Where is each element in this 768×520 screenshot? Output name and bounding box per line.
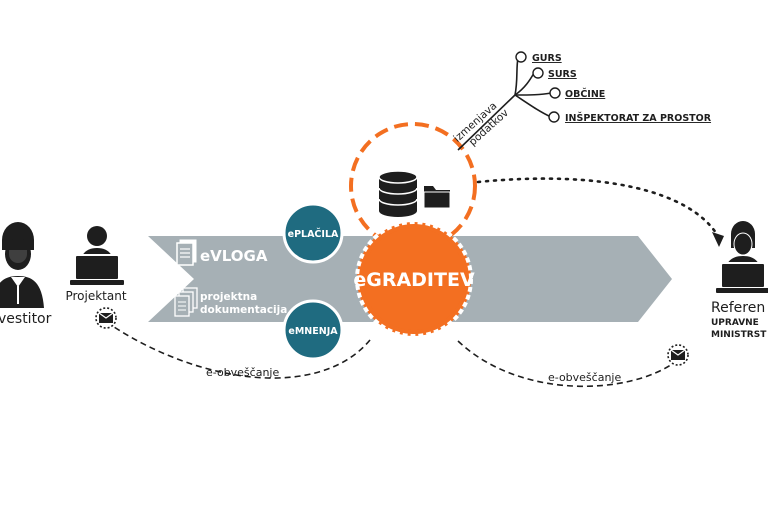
notify-left-label: e-obveščanje bbox=[206, 366, 279, 379]
database-icon bbox=[378, 170, 418, 217]
target-obcine: OBČINE bbox=[565, 88, 605, 100]
projektna-label: projektna bbox=[200, 291, 257, 303]
data-targets: GURS SURS OBČINE INŠPEKTORAT ZA PROSTOR bbox=[532, 53, 712, 124]
referent-label: Referen bbox=[711, 300, 765, 316]
document-icon bbox=[176, 239, 197, 266]
folder-icon bbox=[423, 186, 451, 209]
eplacila-label: ePLAČILA bbox=[288, 228, 339, 240]
designer-label: Projektant bbox=[65, 289, 126, 303]
target-surs: SURS bbox=[548, 69, 577, 80]
egraditev-label: eGRADITEV bbox=[353, 269, 475, 291]
emnenja-label: eMNENJA bbox=[288, 326, 338, 337]
node-circles bbox=[515, 51, 561, 123]
emnenja-badge[interactable] bbox=[282, 299, 344, 361]
notify-curve-right bbox=[457, 340, 676, 388]
laptop-icon bbox=[70, 254, 124, 285]
document-stack-icon bbox=[174, 287, 198, 317]
envelope-icon bbox=[95, 307, 117, 329]
dokumentacija-label: dokumentacija bbox=[200, 304, 287, 316]
target-gurs: GURS bbox=[532, 53, 562, 64]
notify-curve-left bbox=[107, 322, 371, 379]
arrow-head bbox=[712, 232, 724, 247]
envelope-icon bbox=[667, 344, 689, 366]
referent-sub1: UPRAVNE bbox=[711, 318, 759, 328]
investor-label: vestitor bbox=[0, 311, 52, 327]
target-inspektorat: INŠPEKTORAT ZA PROSTOR bbox=[565, 112, 712, 124]
evloga-label: eVLOGA bbox=[200, 247, 268, 265]
dotted-flow-arrow bbox=[476, 177, 720, 238]
referent-sub2: MINISTRST bbox=[711, 330, 767, 340]
investor-icon bbox=[0, 222, 44, 308]
notify-right-label: e-obveščanje bbox=[548, 371, 621, 384]
eplacila-badge[interactable] bbox=[282, 202, 344, 264]
laptop-icon bbox=[716, 262, 768, 293]
